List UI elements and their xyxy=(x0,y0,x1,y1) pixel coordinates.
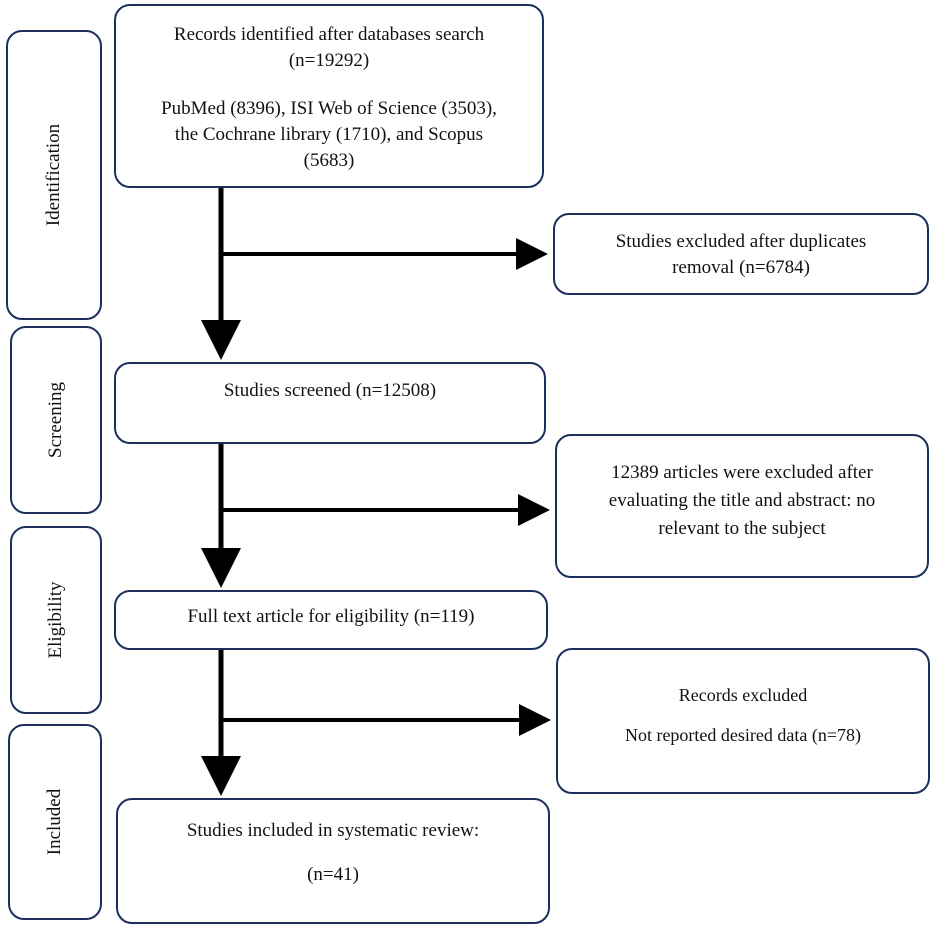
records-excluded-box: Records excluded Not reported desired da… xyxy=(556,648,930,794)
stage-identification: Identification xyxy=(6,30,102,320)
included-title: Studies included in systematic review: xyxy=(186,820,480,841)
screening-excluded-line-2: evaluating the title and abstract: no xyxy=(608,490,876,511)
records-identified-title: Records identified after databases searc… xyxy=(173,24,485,45)
records-excluded-title: Records excluded xyxy=(678,685,808,705)
duplicates-excluded-line-2: removal (n=6784) xyxy=(672,257,810,278)
stage-screening: Screening xyxy=(10,326,102,514)
screening-excluded-line-3: relevant to the subject xyxy=(658,518,826,539)
records-excluded-reason: Not reported desired data (n=78) xyxy=(624,725,862,745)
records-identified-sources-3: (5683) xyxy=(303,150,355,171)
records-identified-box: Records identified after databases searc… xyxy=(114,4,544,188)
full-text-box: Full text article for eligibility (n=119… xyxy=(114,590,548,650)
studies-screened-box: Studies screened (n=12508) xyxy=(114,362,546,444)
full-text-label: Full text article for eligibility (n=119… xyxy=(187,606,475,627)
included-box: Studies included in systematic review: (… xyxy=(116,798,550,924)
records-identified-sources-2: the Cochrane library (1710), and Scopus xyxy=(174,124,484,145)
records-identified-sources-1: PubMed (8396), ISI Web of Science (3503)… xyxy=(161,98,497,119)
studies-screened-label: Studies screened (n=12508) xyxy=(223,380,437,401)
duplicates-excluded-box: Studies excluded after duplicates remova… xyxy=(553,213,929,295)
stage-eligibility: Eligibility xyxy=(10,526,102,714)
stage-included: Included xyxy=(8,724,102,920)
screening-excluded-box: 12389 articles were excluded after evalu… xyxy=(555,434,929,578)
duplicates-excluded-line-1: Studies excluded after duplicates xyxy=(615,231,867,252)
included-count: (n=41) xyxy=(307,864,359,885)
records-identified-count: (n=19292) xyxy=(288,50,370,71)
screening-excluded-line-1: 12389 articles were excluded after xyxy=(611,462,873,483)
